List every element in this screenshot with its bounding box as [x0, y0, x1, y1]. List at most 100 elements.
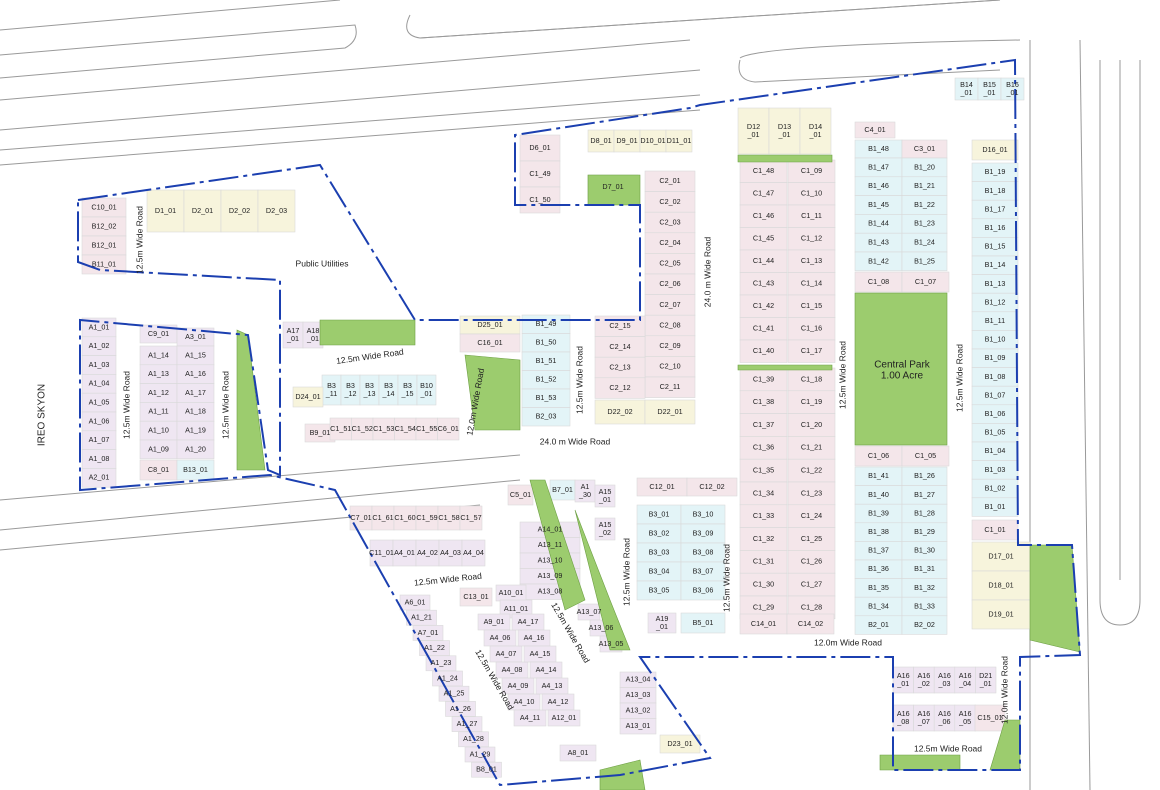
- plot-c6-01[interactable]: [437, 417, 460, 441]
- plot-label: A4_14: [536, 665, 557, 674]
- plot-d2-02[interactable]: [220, 189, 259, 233]
- green-patch-d17: [1029, 544, 1081, 653]
- plot-label: C1_11: [801, 211, 822, 220]
- plot-label: C1_26: [801, 557, 822, 566]
- plot-d17-01[interactable]: [971, 541, 1031, 572]
- plot-d12-01[interactable]: [737, 107, 770, 155]
- plot-d13-01[interactable]: [768, 107, 801, 155]
- plot-d22-02[interactable]: [594, 399, 646, 425]
- plot-d14-01[interactable]: [799, 107, 832, 155]
- plot-a15-01[interactable]: [594, 484, 616, 508]
- plot-d11-01[interactable]: [665, 129, 693, 153]
- plot-label: B1_16: [985, 223, 1006, 232]
- road-label-mid1: 12.5m Wide Road: [574, 346, 584, 414]
- plot-d24-01[interactable]: [292, 386, 324, 408]
- plot-b16-01[interactable]: [1000, 77, 1025, 101]
- plot-label: A17_01: [286, 326, 299, 343]
- plot-c4-01[interactable]: [854, 121, 896, 139]
- plot-label: C1_38: [753, 397, 774, 406]
- plot-d21-01[interactable]: [975, 666, 997, 694]
- plot-label: C1_48: [753, 166, 774, 175]
- plot-label: B12_02: [92, 221, 117, 230]
- plot-c1-49[interactable]: [519, 160, 561, 188]
- plot-label: C1_47: [753, 189, 774, 198]
- plot-label: B3_03: [649, 547, 670, 556]
- plot-c1-57[interactable]: [459, 505, 483, 531]
- plot-label: C1_37: [753, 420, 774, 429]
- plot-label: B1_11: [985, 316, 1005, 325]
- plot-label: A7_01: [418, 628, 439, 637]
- plot-label: D6_01: [529, 143, 550, 152]
- plot-a13-01[interactable]: [619, 718, 657, 735]
- plot-a4-11[interactable]: [513, 709, 547, 727]
- plot-a1-20[interactable]: [176, 439, 215, 460]
- plot-c1-17[interactable]: [787, 339, 836, 363]
- plot-label: A4_02: [417, 548, 438, 557]
- plot-c1-50[interactable]: [519, 186, 561, 214]
- plot-b13-01[interactable]: [176, 459, 215, 481]
- plot-label: C2_01: [659, 176, 680, 185]
- plot-d2-01[interactable]: [183, 189, 222, 233]
- plot-b5-01[interactable]: [680, 612, 726, 634]
- road-label-top: 12.5m Wide Road: [336, 347, 405, 366]
- plot-c15-01[interactable]: [974, 704, 1006, 732]
- plot-c16-01[interactable]: [459, 333, 521, 353]
- plot-label: B1_41: [868, 471, 889, 480]
- plot-label: C13_01: [463, 592, 488, 601]
- plot-label: A1_20: [185, 444, 206, 453]
- plot-label: A4_10: [514, 697, 535, 706]
- plot-b3-06[interactable]: [680, 580, 726, 601]
- plot-label: C2_08: [659, 320, 680, 329]
- plot-a13-07[interactable]: [577, 603, 601, 621]
- plot-label: C1_60: [394, 513, 415, 522]
- plot-c13-01[interactable]: [459, 587, 493, 607]
- plot-b2-03[interactable]: [521, 407, 571, 427]
- plot-label: C12_01: [649, 482, 674, 491]
- plot-a4-04[interactable]: [461, 539, 486, 567]
- plot-a2-01[interactable]: [81, 468, 117, 488]
- plot-label: B1_48: [868, 144, 889, 153]
- plot-label: C11_01: [369, 548, 394, 557]
- plot-label: B3_08: [693, 547, 714, 556]
- plot-label: C1_08: [868, 277, 889, 286]
- plot-d16-01[interactable]: [971, 139, 1019, 161]
- plot-label: B1_40: [868, 490, 889, 499]
- plot-a15-02[interactable]: [594, 517, 616, 541]
- plot-a19-01[interactable]: [647, 612, 677, 634]
- plot-label: D2_02: [229, 206, 250, 215]
- plot-label: B7_01: [552, 485, 573, 494]
- plot-c1-40[interactable]: [739, 339, 788, 363]
- plot-c5-01[interactable]: [507, 484, 534, 506]
- plot-label: C2_15: [609, 321, 630, 330]
- plot-label: A16_07: [917, 709, 930, 726]
- plot-d2-03[interactable]: [257, 189, 296, 233]
- plot-c14-02[interactable]: [786, 613, 835, 635]
- plot-a8-01[interactable]: [559, 744, 597, 762]
- plot-label: B13_01: [183, 465, 208, 474]
- green-strip-c1b: [737, 364, 833, 371]
- road-label-a1-1: 12.5m Wide Road: [121, 371, 131, 439]
- plot-d18-01[interactable]: [971, 570, 1031, 601]
- plot-c1-07[interactable]: [901, 271, 950, 293]
- plot-d1-01[interactable]: [146, 189, 185, 233]
- plot-d19-01[interactable]: [971, 599, 1031, 630]
- plot-label: D21_01: [979, 671, 993, 688]
- plot-c2-12[interactable]: [594, 377, 646, 399]
- plot-c1-05[interactable]: [901, 445, 950, 467]
- plot-label: B1_14: [985, 260, 1006, 269]
- plot-label: D11_01: [667, 136, 692, 145]
- plot-d6-01[interactable]: [519, 134, 561, 162]
- plot-b10-01[interactable]: [416, 374, 437, 406]
- plot-b2-02[interactable]: [901, 615, 948, 635]
- plot-d22-01[interactable]: [644, 399, 696, 425]
- plot-label: B1_39: [868, 508, 889, 517]
- plot-label: C1_18: [801, 374, 822, 383]
- plot-b1-25[interactable]: [901, 251, 948, 272]
- plot-c12-02[interactable]: [686, 477, 738, 497]
- plot-a12-01[interactable]: [547, 709, 581, 727]
- plot-label: B1_06: [985, 409, 1006, 418]
- plot-label: A1_09: [148, 444, 169, 453]
- plot-label: A1_28: [463, 734, 484, 743]
- green-strip-c1: [737, 154, 833, 163]
